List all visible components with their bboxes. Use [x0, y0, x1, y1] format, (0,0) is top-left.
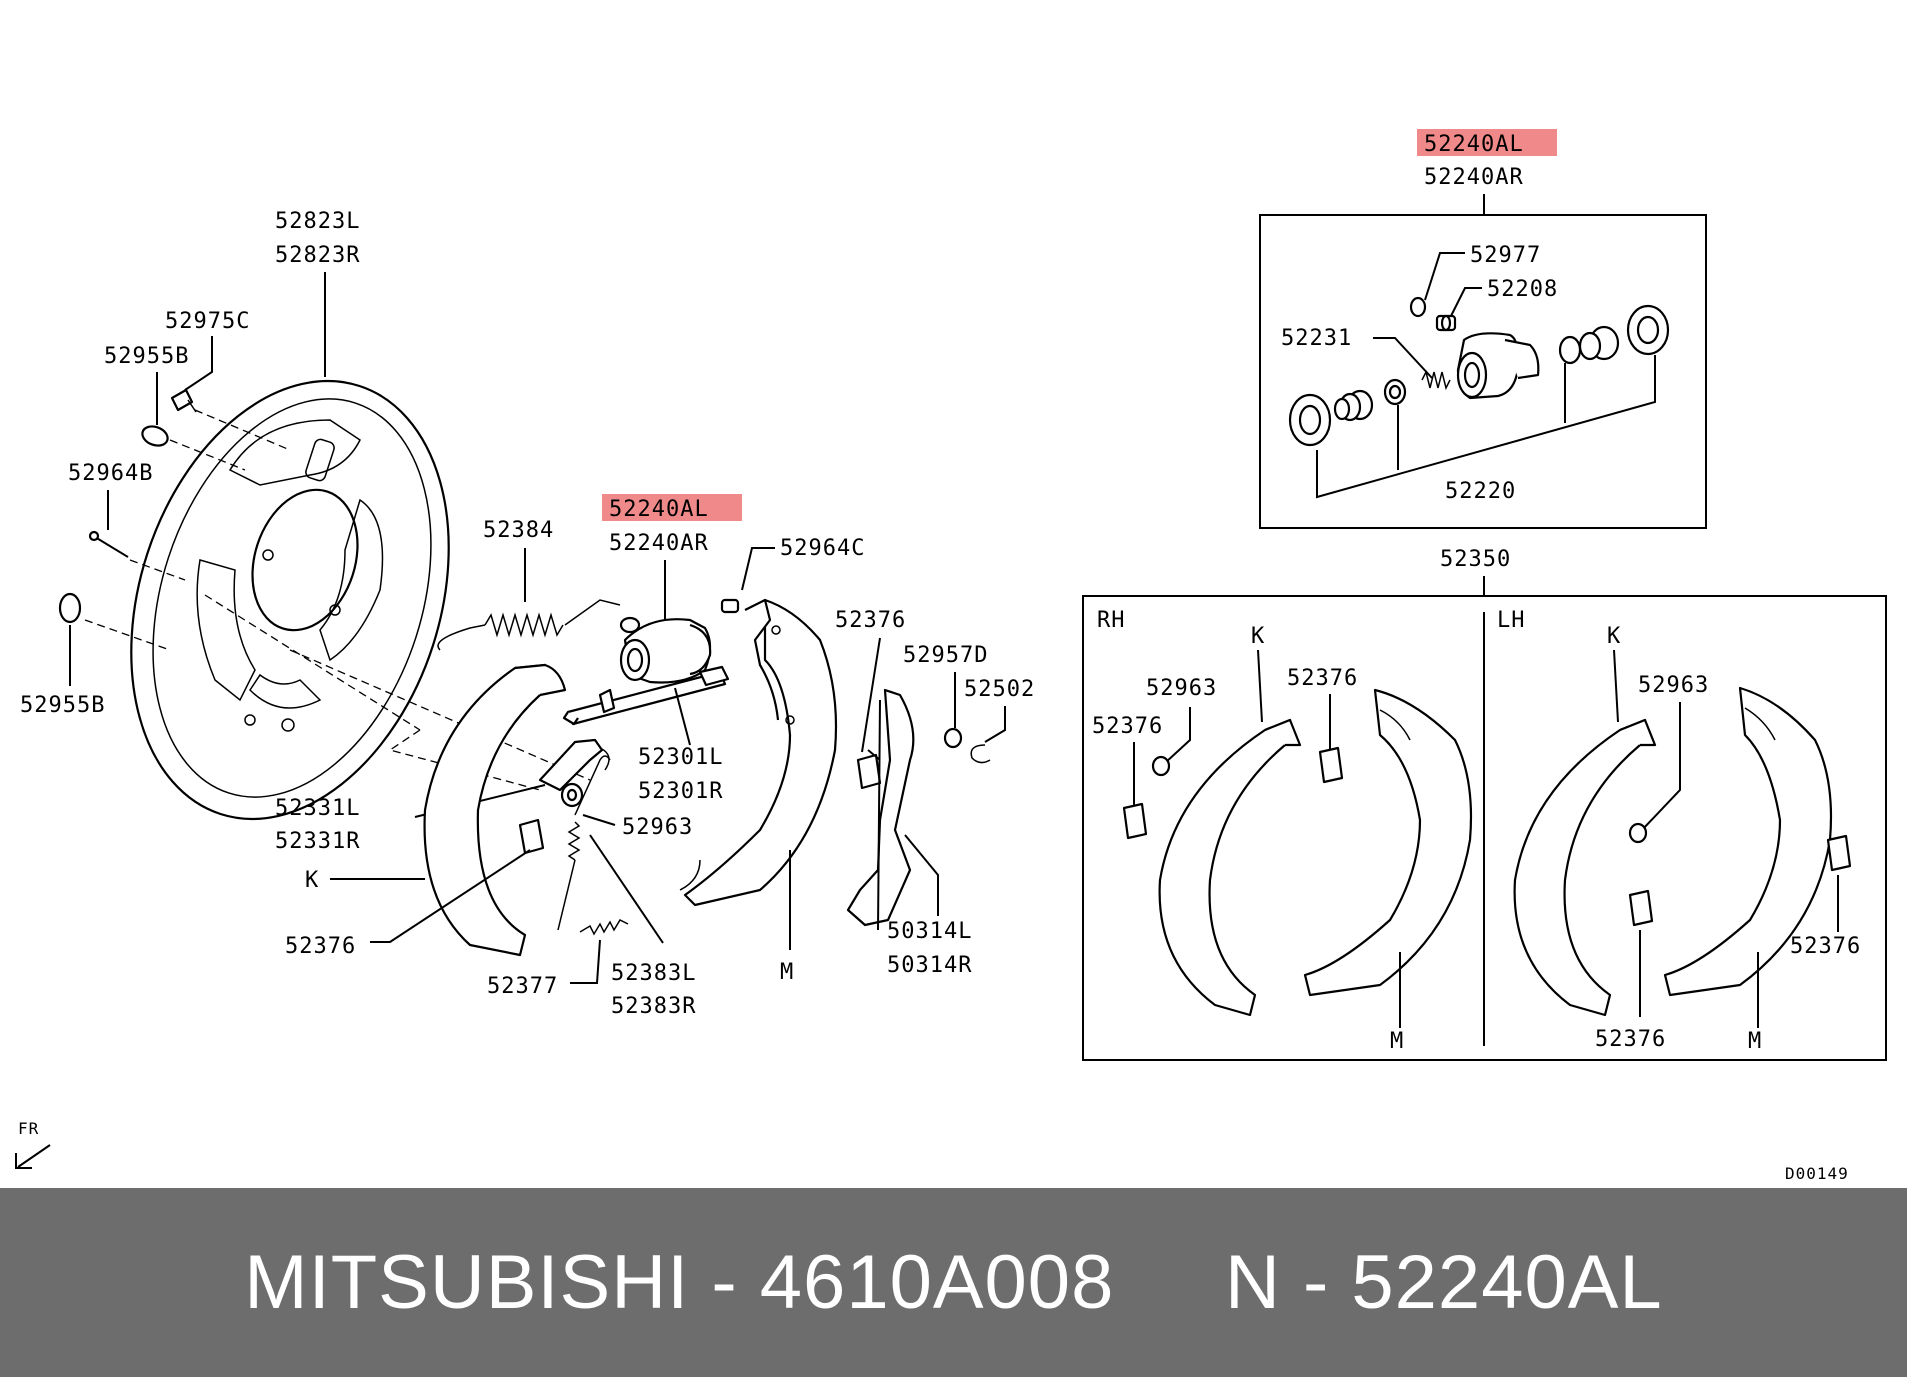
- bleeder-screw[interactable]: [1435, 314, 1457, 332]
- brake-shoe-m-rh[interactable]: [1303, 688, 1473, 997]
- separator: -: [1302, 1240, 1330, 1325]
- part-label-52384[interactable]: 52384: [483, 518, 554, 543]
- part-label-50314r[interactable]: 50314R: [887, 953, 972, 978]
- brake-shoe-m-lh[interactable]: [1663, 686, 1833, 997]
- parking-lever-50314[interactable]: [846, 688, 915, 927]
- wheel-cylinder-main[interactable]: [619, 616, 712, 684]
- diagram-code: D00149: [1785, 1164, 1849, 1183]
- grommet-52955b-top[interactable]: [140, 423, 171, 449]
- spring-52377[interactable]: [579, 919, 629, 936]
- bolt-52975c[interactable]: [170, 388, 197, 413]
- brand-name: MITSUBISHI: [244, 1240, 690, 1325]
- part-label-52964c[interactable]: 52964C: [780, 536, 865, 561]
- dust-boot-left[interactable]: [1288, 393, 1332, 447]
- part-label-52977[interactable]: 52977: [1470, 243, 1541, 268]
- part-label-52502[interactable]: 52502: [964, 677, 1035, 702]
- part-label-52823r[interactable]: 52823R: [275, 243, 360, 268]
- clip-52502[interactable]: [970, 744, 991, 764]
- part-label-52240al-main[interactable]: 52240AL: [609, 497, 709, 522]
- ref-prefix: N: [1224, 1240, 1281, 1325]
- adjuster-52301[interactable]: [562, 665, 730, 726]
- brake-shoe-k-lh[interactable]: [1513, 718, 1657, 1017]
- part-label-52376-rh-2[interactable]: 52376: [1287, 666, 1358, 691]
- shoe-kit-frame: [1082, 595, 1887, 1061]
- part-label-52208[interactable]: 52208: [1487, 277, 1558, 302]
- cylinder-cup-right[interactable]: [1558, 335, 1582, 365]
- part-label-52383r[interactable]: 52383R: [611, 994, 696, 1019]
- part-label-52350[interactable]: 52350: [1440, 547, 1511, 572]
- part-label-52240ar-main[interactable]: 52240AR: [609, 531, 709, 556]
- part-label-52376-lh-1[interactable]: 52376: [1595, 1027, 1666, 1052]
- part-label-52231[interactable]: 52231: [1281, 326, 1352, 351]
- part-label-m-main[interactable]: M: [780, 960, 794, 985]
- part-label-52823l[interactable]: 52823L: [275, 209, 360, 234]
- part-label-52301r[interactable]: 52301R: [638, 779, 723, 804]
- spring-52383[interactable]: [557, 755, 611, 931]
- part-label-52955b-bottom[interactable]: 52955B: [20, 693, 105, 718]
- part-label-52957d[interactable]: 52957D: [903, 643, 988, 668]
- grommet-52955b-bottom[interactable]: [58, 592, 82, 624]
- front-direction-label: FR: [18, 1119, 39, 1138]
- part-number-text: MITSUBISHI - 4610A008 N - 52240AL: [244, 1239, 1662, 1326]
- cylinder-spring[interactable]: [1421, 369, 1451, 391]
- oem-number: 4610A008: [759, 1240, 1115, 1325]
- return-spring-52384[interactable]: [437, 599, 621, 651]
- part-label-52963-rh[interactable]: 52963: [1146, 676, 1217, 701]
- part-label-52240ar-inset[interactable]: 52240AR: [1424, 165, 1524, 190]
- cylinder-piston-left[interactable]: [1333, 389, 1374, 422]
- part-label-52376-rh-1[interactable]: 52376: [1092, 714, 1163, 739]
- part-label-52301l[interactable]: 52301L: [638, 745, 723, 770]
- part-label-52220[interactable]: 52220: [1445, 479, 1516, 504]
- part-label-52240al-inset[interactable]: 52240AL: [1424, 132, 1524, 157]
- part-label-52376-main-2[interactable]: 52376: [835, 608, 906, 633]
- wheel-cylinder-inset-frame: [1259, 214, 1707, 529]
- brake-shoe-k-main[interactable]: [423, 663, 567, 957]
- part-label-52964b[interactable]: 52964B: [68, 461, 153, 486]
- lever-52331[interactable]: [538, 738, 610, 792]
- part-label-highlight: [1417, 129, 1557, 156]
- part-label-highlight-main: [602, 494, 742, 521]
- part-label-52955b-top[interactable]: 52955B: [104, 344, 189, 369]
- part-label-m-rh[interactable]: M: [1390, 1029, 1404, 1054]
- side-label-rh: RH: [1097, 608, 1126, 633]
- part-label-52963-lh[interactable]: 52963: [1638, 673, 1709, 698]
- washer-52963[interactable]: [560, 782, 584, 808]
- cylinder-piston-right[interactable]: [1578, 325, 1620, 361]
- brake-shoe-k-rh[interactable]: [1158, 718, 1302, 1017]
- part-label-50314l[interactable]: 50314L: [887, 919, 972, 944]
- part-label-52383l[interactable]: 52383L: [611, 961, 696, 986]
- part-label-k-rh[interactable]: K: [1251, 624, 1265, 649]
- part-label-52376-lh-2[interactable]: 52376: [1790, 934, 1861, 959]
- brake-shoe-m-main[interactable]: [679, 598, 838, 907]
- backing-plate[interactable]: [78, 340, 502, 861]
- part-label-52331r[interactable]: 52331R: [275, 829, 360, 854]
- front-arrow-icon: [15, 1144, 51, 1169]
- wheel-cylinder-body[interactable]: [1456, 332, 1540, 400]
- separator: -: [711, 1240, 738, 1325]
- bleeder-cap[interactable]: [1409, 296, 1427, 318]
- part-label-52376-main-1[interactable]: 52376: [285, 934, 356, 959]
- part-label-52963-main[interactable]: 52963: [622, 815, 693, 840]
- parts-diagram: 52240AL 52240AR 52977 52208 52231: [15, 129, 1887, 1183]
- ref-number: 52240AL: [1351, 1240, 1663, 1325]
- washer-52957d[interactable]: [943, 727, 963, 749]
- part-label-52331l[interactable]: 52331L: [275, 796, 360, 821]
- side-label-lh: LH: [1497, 608, 1526, 633]
- part-number-banner: MITSUBISHI - 4610A008 N - 52240AL: [0, 1188, 1907, 1377]
- part-label-52377[interactable]: 52377: [487, 974, 558, 999]
- dust-boot-right[interactable]: [1626, 304, 1670, 356]
- cylinder-cup-left[interactable]: [1383, 378, 1407, 406]
- part-label-k-main[interactable]: K: [305, 868, 319, 893]
- bleeder-52964c[interactable]: [720, 598, 740, 614]
- pin-52964b[interactable]: [88, 530, 129, 558]
- part-label-m-lh[interactable]: M: [1748, 1029, 1762, 1054]
- part-label-k-lh[interactable]: K: [1607, 624, 1621, 649]
- part-label-52975c[interactable]: 52975C: [165, 309, 250, 334]
